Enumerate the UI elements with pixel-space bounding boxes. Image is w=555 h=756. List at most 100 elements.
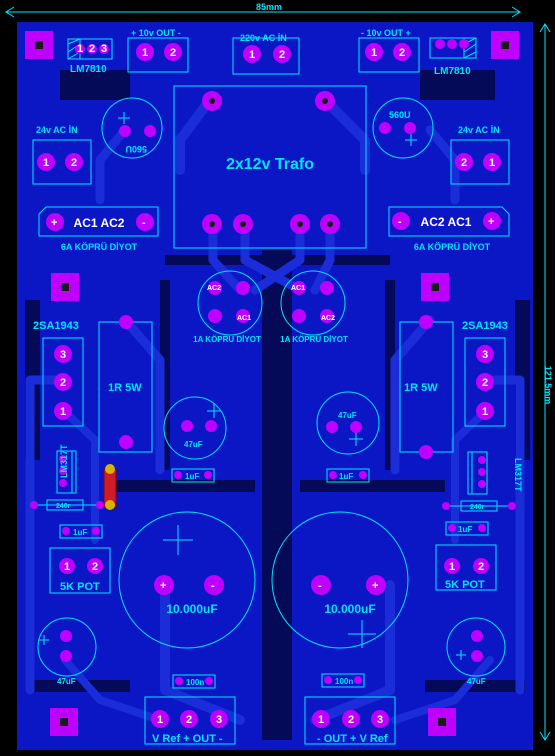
svg-text:5K POT: 5K POT xyxy=(445,579,485,591)
svg-text:+ 10v OUT -: + 10v OUT - xyxy=(131,28,181,38)
svg-text:AC2 AC1: AC2 AC1 xyxy=(421,215,472,229)
svg-text:2: 2 xyxy=(71,157,77,169)
svg-text:1uF: 1uF xyxy=(458,525,472,534)
svg-text:1R 5W: 1R 5W xyxy=(404,382,438,394)
svg-text:6A KÖPRÜ DİYOT: 6A KÖPRÜ DİYOT xyxy=(61,242,138,252)
connector-10v-out-pos: + 10v OUT - 1 2 xyxy=(127,28,189,73)
svg-text:+: + xyxy=(488,216,494,228)
lm7810-right: LM7810 xyxy=(429,37,477,77)
svg-text:1uF: 1uF xyxy=(73,528,87,537)
svg-text:5K POT: 5K POT xyxy=(60,581,100,593)
bridge-1a-left: AC2 AC1 1A KÖPRÜ DİYOT xyxy=(193,270,263,344)
trafo-label: 2x12v Trafo xyxy=(226,156,314,173)
svg-text:2: 2 xyxy=(478,561,484,573)
mount-pad-bl xyxy=(50,708,78,736)
svg-text:3: 3 xyxy=(216,714,222,726)
svg-text:2SA1943: 2SA1943 xyxy=(33,320,79,332)
bridge-1a-right: AC1 AC2 1A KÖPRÜ DİYOT xyxy=(280,270,348,344)
svg-text:47uF: 47uF xyxy=(57,677,76,686)
svg-text:1: 1 xyxy=(43,157,49,169)
svg-text:1: 1 xyxy=(489,157,495,169)
svg-text:- OUT + V Ref: - OUT + V Ref xyxy=(317,733,388,745)
bridge-6a-right: - + AC2 AC1 6A KÖPRÜ DİYOT xyxy=(388,206,510,252)
height-dimension: 121.5mm xyxy=(543,366,553,405)
svg-text:-: - xyxy=(318,580,322,592)
svg-text:AC1 AC2: AC1 AC2 xyxy=(74,216,125,230)
cap-1uf-low-right: 1uF xyxy=(445,521,489,536)
svg-text:100n: 100n xyxy=(335,677,353,686)
svg-text:- 10v OUT +: - 10v OUT + xyxy=(361,28,411,38)
lm7810-left: 1 2 3 LM7810 xyxy=(67,38,113,75)
svg-text:10.000uF: 10.000uF xyxy=(324,602,375,616)
svg-text:1uF: 1uF xyxy=(185,472,199,481)
svg-text:AC1: AC1 xyxy=(237,315,251,322)
cap-1uf-low-left: 1uF xyxy=(59,524,103,539)
svg-text:1: 1 xyxy=(77,43,83,55)
svg-text:AC1: AC1 xyxy=(291,285,305,292)
cap-47uf-left: 47uF xyxy=(163,396,227,460)
mount-pad-tl xyxy=(25,31,53,59)
cap-47uf-right: 47uF xyxy=(316,391,380,455)
resistor-1r-5w-left: 1R 5W xyxy=(98,315,153,453)
svg-text:LM317T: LM317T xyxy=(59,444,69,478)
resistor-1r-5w-right: 1R 5W xyxy=(399,315,454,459)
svg-text:1R 5W: 1R 5W xyxy=(108,382,142,394)
connector-output-right: 1 2 3 - OUT + V Ref xyxy=(304,696,396,745)
transistor-2sa1943-left: 2SA1943 3 2 1 xyxy=(33,320,84,427)
svg-text:1: 1 xyxy=(142,47,148,59)
svg-text:2: 2 xyxy=(92,561,98,573)
svg-text:3: 3 xyxy=(377,714,383,726)
resistor-240r-right: 240r xyxy=(442,500,516,512)
svg-text:24v AC İN: 24v AC İN xyxy=(36,125,78,135)
lm317t-left: LM317T xyxy=(56,444,117,510)
cap-100n-right: 100n xyxy=(321,673,365,688)
copper-gaps xyxy=(25,70,530,740)
svg-text:10.000uF: 10.000uF xyxy=(166,602,217,616)
traces xyxy=(25,95,525,725)
svg-text:2: 2 xyxy=(186,714,192,726)
svg-text:3: 3 xyxy=(60,349,66,361)
svg-text:2: 2 xyxy=(170,47,176,59)
svg-text:1: 1 xyxy=(482,406,488,418)
lm7810-left-label: LM7810 xyxy=(70,64,107,75)
svg-text:47uF: 47uF xyxy=(338,411,357,420)
svg-text:3: 3 xyxy=(482,349,488,361)
svg-text:1uF: 1uF xyxy=(339,472,353,481)
svg-text:1: 1 xyxy=(249,49,255,61)
svg-text:240r: 240r xyxy=(470,504,485,511)
svg-text:2SA1943: 2SA1943 xyxy=(462,320,508,332)
svg-text:220v AC İN: 220v AC İN xyxy=(240,33,287,43)
svg-text:240r: 240r xyxy=(56,503,71,510)
svg-text:1: 1 xyxy=(157,714,163,726)
mount-pad-mr xyxy=(421,273,449,301)
cap-47uf-bottom-left: 47uF xyxy=(37,617,97,686)
cap-560u-right: 560U xyxy=(372,97,434,159)
svg-text:1: 1 xyxy=(64,561,70,573)
cap-47uf-bottom-right: 47uF xyxy=(446,617,506,686)
svg-text:2: 2 xyxy=(482,377,488,389)
mount-pad-tr xyxy=(491,31,519,59)
svg-text:+: + xyxy=(372,580,378,592)
mount-pad-ml xyxy=(51,273,79,301)
svg-text:1: 1 xyxy=(449,561,455,573)
pot-5k-left: 1 2 5K POT xyxy=(49,547,111,594)
svg-text:+: + xyxy=(160,580,166,592)
svg-text:LM317T: LM317T xyxy=(513,458,523,492)
svg-text:2: 2 xyxy=(461,157,467,169)
cap-100n-left: 100n xyxy=(172,674,216,689)
svg-text:-: - xyxy=(142,217,146,229)
resistor-240r-left: 240r xyxy=(30,499,104,511)
connector-24v-ac-in-left: 24v AC İN 1 2 xyxy=(32,125,92,185)
svg-text:24v AC İN: 24v AC İN xyxy=(458,125,500,135)
bridge-6a-left: + - AC1 AC2 6A KÖPRÜ DİYOT xyxy=(38,206,159,252)
connector-24v-ac-in-right: 24v AC İN 2 1 xyxy=(450,125,510,185)
cap-560u-left: 560U xyxy=(101,97,163,159)
svg-text:-: - xyxy=(398,216,402,228)
connector-10v-out-neg: - 10v OUT + 1 2 xyxy=(358,28,420,73)
svg-text:V Ref + OUT -: V Ref + OUT - xyxy=(152,733,223,745)
pot-5k-right: 1 2 5K POT xyxy=(435,544,497,591)
dimension-right: 121.5mm xyxy=(539,23,553,741)
svg-text:47uF: 47uF xyxy=(467,677,486,686)
